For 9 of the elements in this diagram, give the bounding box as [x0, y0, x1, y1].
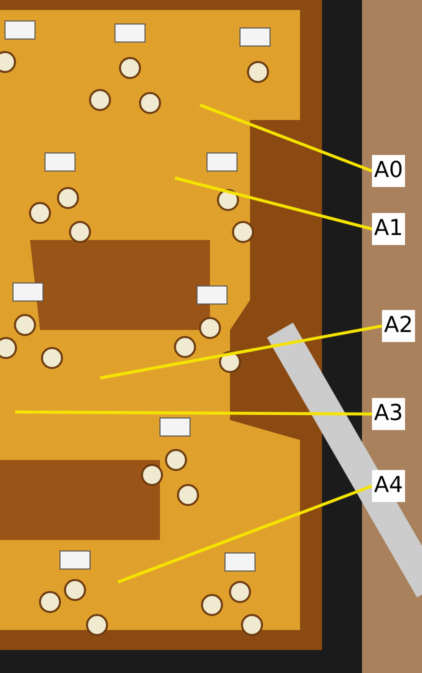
- leader-line: [15, 410, 372, 416]
- leader-line: [117, 484, 373, 584]
- leader-line: [174, 176, 372, 230]
- callout-label: A1: [372, 213, 405, 245]
- callout-label: A2: [382, 310, 415, 342]
- callout-label: A4: [372, 470, 405, 502]
- leader-line: [199, 104, 373, 172]
- callout-label: A3: [372, 398, 405, 430]
- callout-label: A0: [372, 155, 405, 187]
